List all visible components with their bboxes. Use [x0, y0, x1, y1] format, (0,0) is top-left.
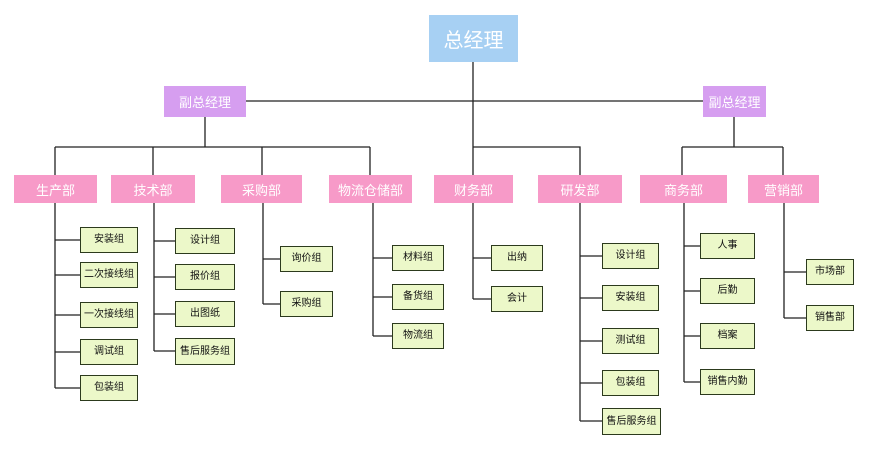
group-box: 人事: [700, 233, 755, 259]
group-box: 出纳: [491, 245, 543, 271]
group-box: 设计组: [602, 243, 659, 269]
vp-right: 副总经理: [703, 86, 766, 117]
group-box: 二次接线组: [80, 262, 138, 288]
group-box: 销售内勤: [700, 369, 755, 395]
dept-production: 生产部: [14, 175, 97, 203]
dept-marketing: 营销部: [748, 175, 819, 203]
root-ceo: 总经理: [429, 15, 518, 62]
dept-procurement: 采购部: [221, 175, 302, 203]
group-box: 安装组: [80, 227, 138, 253]
group-box: 物流组: [392, 323, 444, 349]
group-box: 会计: [491, 286, 543, 312]
group-box: 备货组: [392, 284, 444, 310]
group-box: 包装组: [602, 370, 659, 396]
vp-left: 副总经理: [164, 86, 246, 117]
group-box: 档案: [700, 323, 755, 349]
group-box: 安装组: [602, 285, 659, 311]
group-box: 一次接线组: [80, 302, 138, 328]
dept-business: 商务部: [640, 175, 727, 203]
group-box: 材料组: [392, 245, 444, 271]
group-box: 测试组: [602, 328, 659, 354]
group-box: 销售部: [806, 305, 854, 331]
dept-logistics: 物流仓储部: [329, 175, 412, 203]
group-box: 报价组: [175, 264, 235, 290]
group-box: 采购组: [280, 291, 333, 317]
group-box: 包装组: [80, 375, 138, 401]
group-box: 市场部: [806, 259, 854, 285]
group-box: 售后服务组: [175, 338, 235, 365]
dept-rnd: 研发部: [538, 175, 622, 203]
group-box: 询价组: [280, 246, 333, 272]
dept-finance: 财务部: [434, 175, 513, 203]
group-box: 售后服务组: [602, 408, 661, 435]
dept-technology: 技术部: [111, 175, 195, 203]
group-box: 调试组: [80, 339, 138, 365]
group-box: 出图纸: [175, 301, 235, 327]
group-box: 设计组: [175, 228, 235, 254]
group-box: 后勤: [700, 278, 755, 304]
